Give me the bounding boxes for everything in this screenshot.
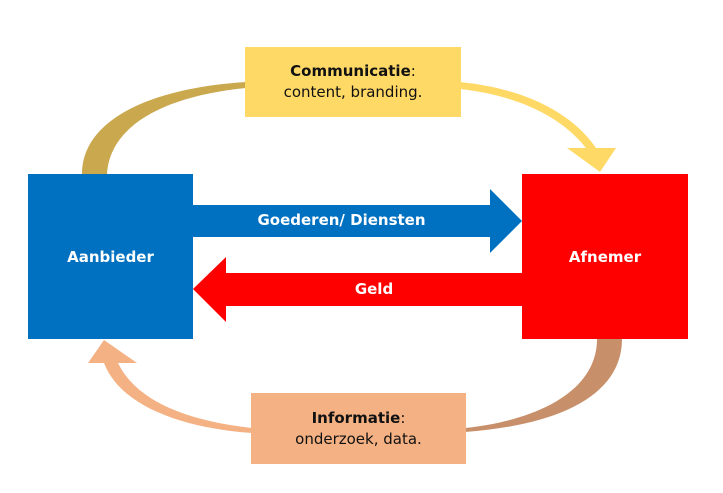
goods-arrow [193, 189, 522, 253]
goods-label: Goederen/ Diensten [257, 211, 426, 229]
communication-arc-left [82, 82, 246, 174]
customer-node: Afnemer [522, 174, 688, 339]
communication-title: Communicatie [290, 62, 411, 80]
information-title: Informatie [311, 408, 401, 427]
information-box [251, 393, 466, 464]
information-body: onderzoek, data. [295, 429, 422, 448]
provider-node: Aanbieder [28, 174, 193, 339]
money-arrow [193, 257, 522, 322]
money-label: Geld [354, 280, 394, 298]
communication-note: Communicatie: content, branding. [245, 47, 461, 117]
customer-box [522, 174, 688, 339]
information-arc-right [465, 339, 622, 432]
provider-label: Aanbieder [67, 247, 154, 266]
communication-arc-right [460, 82, 616, 172]
communication-box [245, 47, 461, 117]
customer-label: Afnemer [568, 247, 642, 266]
communication-body: content, branding. [283, 83, 423, 101]
communication-title-colon: : [410, 62, 416, 80]
provider-box [28, 174, 193, 339]
information-note: Informatie: onderzoek, data. [251, 393, 466, 464]
information-title-colon: : [400, 408, 406, 427]
information-arc-left [88, 340, 252, 433]
